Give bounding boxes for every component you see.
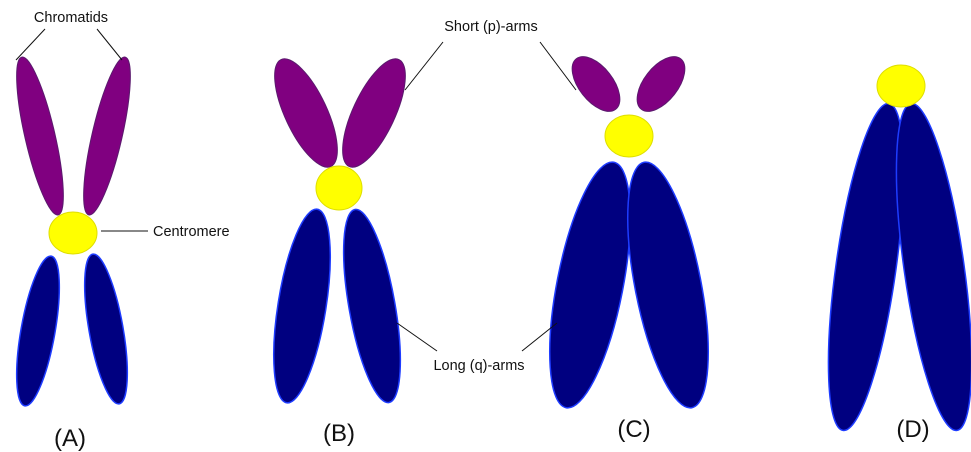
panel-a-caption: (A): [54, 425, 86, 452]
chromosome-b-p-arm-left: [262, 51, 350, 176]
chromosome-a-q-arm-right: [76, 251, 136, 407]
chromosome-b-p-arm-right: [330, 51, 418, 176]
chromosome-c-centromere: [605, 115, 653, 157]
long-arms-leader-left: [397, 323, 437, 351]
chromatids-label: Chromatids: [34, 10, 108, 26]
short-arms-leader-right: [540, 42, 576, 90]
chromosome-c-p-arm-right: [628, 48, 694, 119]
short-arms-leader-left: [405, 42, 443, 90]
chromosome-a-p-arm-left: [7, 54, 73, 219]
chromosome-a-p-arm-right: [74, 54, 140, 219]
chromosome-b: [262, 51, 418, 407]
chromosome-b-centromere: [316, 166, 362, 210]
chromosome-b-q-arm-right: [332, 205, 411, 406]
chromosome-c: [534, 48, 724, 414]
panel-b-caption: (B): [323, 420, 355, 447]
chromosome-a-q-arm-left: [8, 253, 68, 409]
chromosome-a-centromere: [49, 212, 97, 254]
panel-d-caption: (D): [896, 416, 929, 443]
chromosome-d-centromere: [877, 65, 925, 107]
chromosome-c-p-arm-left: [563, 48, 629, 119]
short-arms-label: Short (p)-arms: [444, 19, 537, 35]
chromosome-d: [813, 65, 971, 435]
panel-c-caption: (C): [617, 416, 650, 443]
chromosome-b-q-arm-left: [263, 205, 341, 406]
chromatids-leader-left: [16, 29, 45, 60]
chromosome-c-q-arm-right: [612, 156, 724, 414]
long-arms-label: Long (q)-arms: [433, 358, 524, 374]
centromere-label: Centromere: [153, 224, 230, 240]
chromatids-leader-right: [97, 29, 122, 60]
